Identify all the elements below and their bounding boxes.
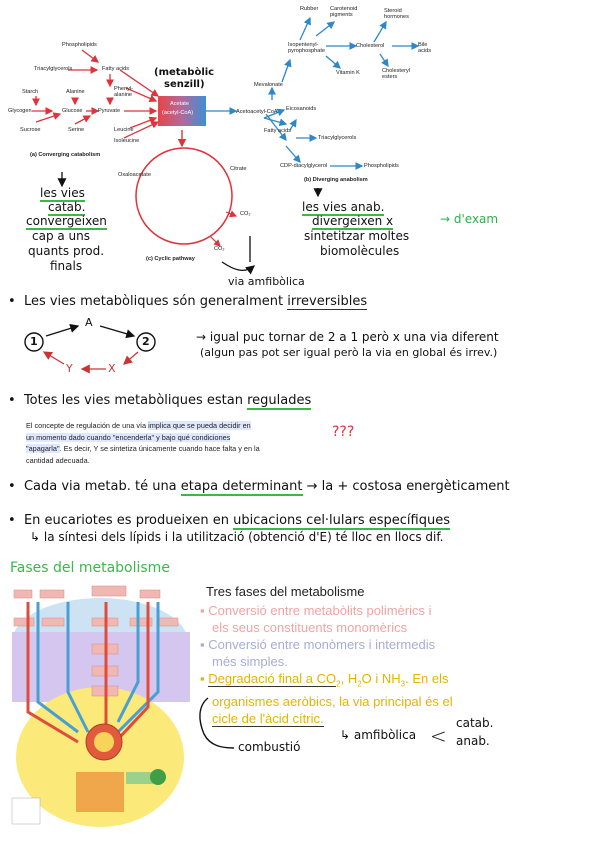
phase-combustio: combustió (238, 740, 301, 754)
caption-diverging: (b) Diverging anabolism (304, 177, 368, 183)
cycle-node-1: 1 (30, 335, 38, 348)
note-anab-2: divergeixen x (312, 214, 394, 230)
label-triacylglycerols: Triacylglycerols (34, 66, 73, 72)
converging-arrows (32, 49, 160, 139)
bullet-locations-sub: ↳ la síntesi dels lípids i la utilitzaci… (30, 530, 444, 544)
phases-figure (11, 585, 190, 827)
regulation-text: El concepte de regulación de una vía imp… (26, 421, 260, 465)
note-catab-3: convergeixen (26, 214, 107, 230)
label-eicosanoids: Eicosanoids (286, 106, 317, 112)
phase-1-cont: els seus constituents monomèrics (212, 620, 408, 635)
phase-3: ▪ Degradació final a CO2, H2O i NH3. En … (200, 671, 449, 689)
cycle-diagram (24, 323, 156, 374)
label-serine: Serine (68, 127, 85, 133)
cycle-note-2: (algun pas pot ser igual però la via en … (200, 346, 498, 359)
note-exam: → d'exam (440, 212, 499, 226)
label-acetyl-coa: (acetyl-CoA) (162, 110, 194, 116)
phases-list: ▪ Conversió entre metabòlits polimèrics … (200, 602, 453, 727)
citric-cycle (135, 130, 238, 247)
cycle-node-2: 2 (142, 335, 150, 348)
phase-1: ▪ Conversió entre metabòlits polimèrics … (200, 603, 432, 618)
phases-heading: Fases del metabolisme (10, 560, 170, 576)
label-sucrose: Sucrose (20, 127, 41, 133)
phase-3-cont: organismes aeròbics, la via principal és… (212, 693, 453, 709)
label-acetoacetyl: Acetoacetyl-CoA (236, 109, 278, 115)
phase-2-cont: més simples. (212, 654, 288, 669)
handwritten-arrows (57, 172, 323, 275)
cycle-node-y: Y (66, 362, 73, 375)
label-glucose: Glucose (62, 108, 83, 114)
note-metabolic-2: senzill) (164, 79, 205, 90)
label-phenylalanine: Phenyl- alanine (114, 86, 133, 98)
note-catab-6: finals (50, 259, 83, 273)
label-steroid: Steroid hormones (384, 8, 409, 20)
cycle-node-x: X (108, 362, 116, 375)
phase-anab: anab. (456, 734, 490, 748)
label-cholesteryl: Cholesteryl esters (382, 68, 410, 80)
label-leucine: Leucine (114, 127, 134, 133)
bullet-regulated: • Totes les vies metabòliques estan regu… (8, 393, 312, 410)
label-bile-acids: Bile acids (418, 42, 432, 54)
label-fatty-acids: Fatty acids (102, 66, 130, 72)
label-pyruvate: Pyruvate (98, 108, 121, 114)
label-glycogen: Glycogen (8, 108, 32, 114)
caption-converging: (a) Converging catabolism (30, 152, 101, 158)
phase-amfibolica: ↳ amfibòlica (340, 728, 417, 742)
note-catab-4: cap a uns (32, 229, 91, 243)
label-carotenoid: Carotenoid pigments (330, 6, 358, 18)
acetyl-coa-box (158, 96, 206, 126)
label-cdp: CDP-diacylglycerol (280, 163, 328, 169)
label-acetate: Acetate (170, 101, 189, 107)
label-rubber: Rubber (300, 6, 319, 12)
regulation-question: ??? (332, 424, 355, 440)
label-phospholipids: Phospholipids (62, 42, 97, 48)
label-vitamin-k: Vitamin K (336, 70, 360, 76)
cycle-node-a: A (85, 316, 93, 329)
note-catab-2: catab. (48, 200, 86, 216)
note-catab-1: les vies (40, 186, 85, 202)
label-triacyl-b: Triacylglycerols (318, 135, 357, 141)
note-anab-4: biomolècules (320, 244, 400, 258)
label-alanine: Alanine (66, 89, 85, 95)
phase-2: ▪ Conversió entre monòmers i intermedis (200, 637, 436, 652)
label-mevalonate: Mevalonate (254, 82, 283, 88)
label-phospholipids-b: Phospholipids (364, 163, 399, 169)
bullet-irreversible: • Les vies metabòliques són generalment … (8, 294, 368, 310)
label-starch: Starch (22, 89, 39, 95)
diverging-arrows (206, 16, 420, 170)
label-co2-b: CO₂ (214, 246, 225, 252)
label-cholesterol: Cholesterol (356, 43, 385, 49)
note-metabolic-1: (metabòlic (154, 67, 215, 78)
bracket-lt: < (430, 724, 447, 748)
label-fatty-acids-b: Fatty acids (264, 128, 292, 134)
caption-cyclic: (c) Cyclic pathway (146, 256, 195, 262)
phase-catab: catab. (456, 716, 494, 730)
label-isoleucine: Isoleucine (114, 138, 140, 144)
bullet-determinant: • Cada via metab. té una etapa determina… (8, 479, 510, 496)
label-co2-a: CO₂ (240, 211, 251, 217)
bullet-locations: • En eucariotes es produeixen en ubicaci… (8, 513, 450, 530)
cycle-note-1: → igual puc tornar de 2 a 1 però x una v… (196, 330, 499, 344)
note-amfibolica: via amfibòlica (228, 275, 305, 288)
metabolism-diagram (32, 16, 420, 275)
combustion-bracket (199, 697, 235, 749)
label-isopentenyl: Isopentenyl- pyrophosphate (288, 42, 326, 54)
phases-title: Tres fases del metabolisme (206, 584, 365, 599)
note-catab-5: quants prod. (28, 244, 105, 258)
phase-3-cycle: cicle de l'àcid cítric. (212, 710, 324, 727)
note-anab-1: les vies anab. (302, 200, 385, 216)
note-anab-3: sintetitzar moltes (304, 229, 410, 243)
label-citrate: Citrate (230, 166, 247, 172)
label-oxaloacetate: Oxaloacetate (118, 172, 151, 178)
